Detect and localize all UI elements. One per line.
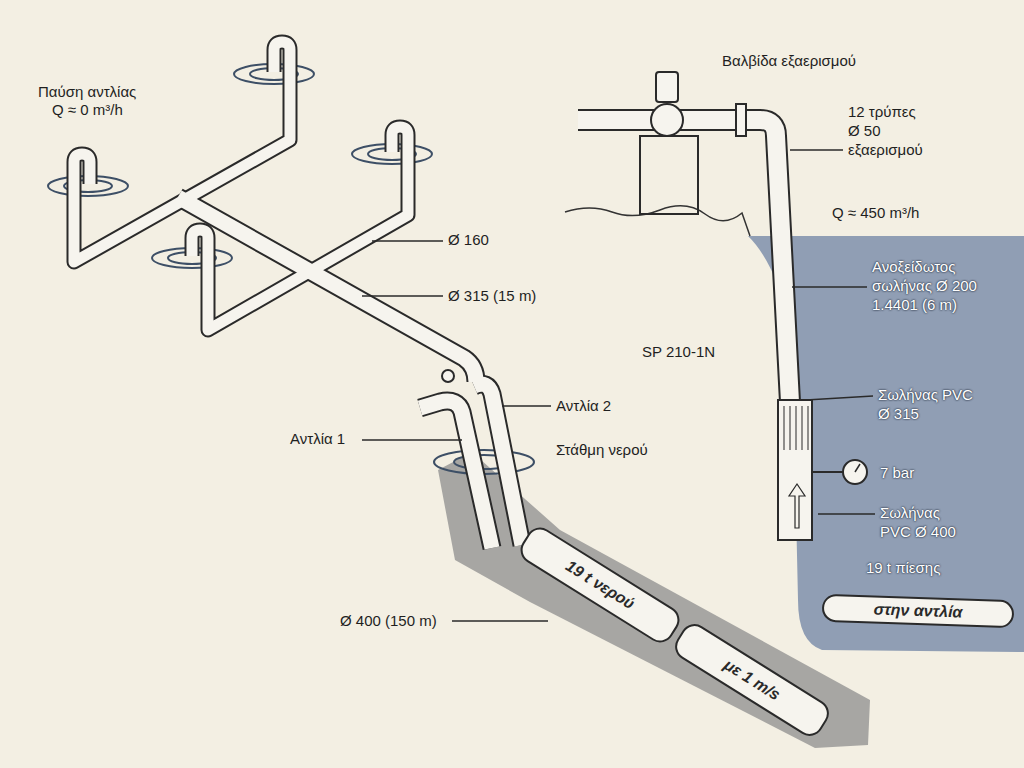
annotation-label: 19 t πίεσης	[866, 559, 940, 577]
pipe-text: στην αντλία	[873, 600, 962, 621]
annotation-label: 12 τρύπες	[848, 103, 916, 121]
pipe-fitting	[442, 370, 454, 382]
annotation-label: Στάθμη νερού	[556, 441, 648, 459]
pipe-segment: με 1 m/s	[670, 619, 834, 741]
pipe-segment: στην αντλία	[822, 594, 1015, 629]
submersible-pump	[778, 400, 812, 540]
pipe-text: 19 t νερού	[562, 557, 637, 613]
annotation-label: Ανοξείδωτος	[872, 258, 955, 276]
annotation-label: PVC Ø 400	[880, 523, 956, 541]
annotation-label: Q ≈ 0 m³/h	[52, 101, 123, 119]
pipe-fill	[74, 42, 790, 548]
annotation-label: SP 210-1N	[642, 343, 715, 361]
annotation-label: 7 bar	[880, 464, 914, 482]
annotation-label: Ø 315	[878, 405, 919, 423]
annotation-label: Ø 160	[448, 231, 489, 249]
gauge-needle	[855, 464, 860, 472]
annotation-label: 1.4401 (6 m)	[872, 296, 957, 314]
valve-stem	[656, 72, 678, 102]
air-valve	[651, 104, 683, 136]
pressure-gauge	[843, 460, 867, 484]
pipe-outline	[74, 42, 790, 548]
annotation-label: Παύση αντλίας	[38, 83, 136, 101]
annotation-label: Βαλβίδα εξαερισμού	[722, 52, 856, 70]
annotation-label: Σωλήνας	[880, 504, 940, 522]
annotation-label: Αντλία 2	[556, 397, 611, 415]
annotation-label: Ø 400 (150 m)	[340, 612, 437, 630]
annotation-label: Ø 315 (15 m)	[448, 287, 536, 305]
gauge-line	[812, 471, 843, 473]
leader-lines	[362, 150, 875, 621]
annotation-label: Αντλία 1	[290, 430, 345, 448]
pipe-flange	[736, 104, 746, 136]
ground-line	[565, 206, 750, 236]
annotation-label: Ø 50	[848, 122, 881, 140]
annotation-label: σωλήνας Ø 200	[872, 277, 977, 295]
annotation-label: εξαερισμού	[848, 141, 923, 159]
pipe-segment: 19 t νερού	[515, 522, 684, 647]
annotation-label: Q ≈ 450 m³/h	[832, 204, 919, 222]
pipe-text: με 1 m/s	[721, 656, 784, 704]
annotation-label: Σωλήνας PVC	[878, 386, 973, 404]
valve-support	[640, 136, 698, 214]
